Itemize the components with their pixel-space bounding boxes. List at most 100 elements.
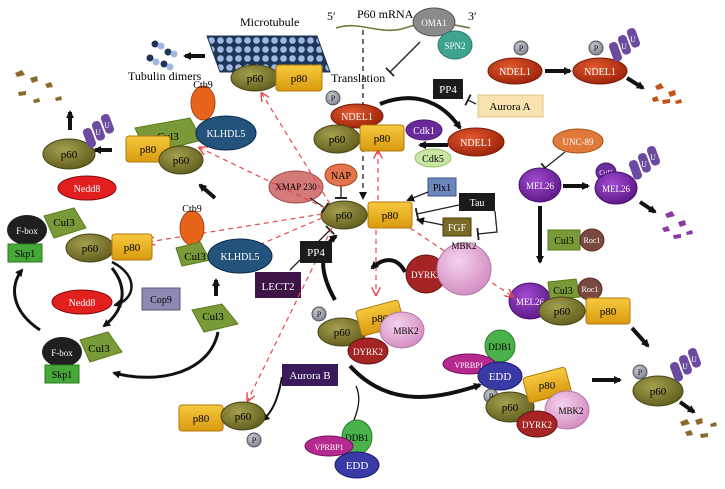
aurora-b-box	[282, 364, 338, 386]
p80-label: p80	[600, 306, 617, 318]
p60-label: p60	[82, 243, 99, 255]
ubiquitin-chain: U U	[669, 348, 701, 382]
central-complex: p60 p80	[320, 200, 413, 230]
mrna-label: P60 mRNA	[357, 7, 414, 21]
five-prime-label: 5′	[327, 9, 336, 23]
ctb9-protein	[190, 85, 216, 121]
edd-bottom-complex: DDB1 VPRBP1 EDD	[304, 419, 380, 479]
mel26-label: MEL26	[602, 184, 630, 194]
ubiquitin-label: U	[621, 42, 627, 51]
nedd8-label: Nedd8	[69, 298, 96, 309]
mel26-cul3-complex: MEL26 Cul3 Roc1 p60 p80	[508, 277, 631, 326]
fbox-label: F-box	[51, 348, 73, 358]
p60-protein	[42, 138, 96, 170]
mrna-group: 5′ P60 mRNA 3′ Translation OMA1 SPN2	[327, 7, 477, 200]
pp4-label: PP4	[307, 247, 325, 259]
ctb9-label: Ctb9	[193, 80, 212, 91]
p60-label: p60	[650, 386, 667, 398]
fgf-label: FGF	[448, 223, 467, 234]
aurora-b-label: Aurora B	[289, 370, 330, 382]
nedd8-free	[51, 289, 113, 315]
p80-label: p80	[382, 210, 399, 222]
ddb1-label: DDB1	[488, 342, 512, 352]
pp4-label: PP4	[439, 84, 457, 96]
pp4-box-top	[433, 79, 463, 99]
vprbp1-label: VPRBP1	[314, 443, 343, 452]
cul3-shape	[79, 331, 123, 363]
p80-protein-mt	[275, 64, 323, 92]
vprbp1-label: VPRBP1	[454, 361, 483, 370]
fgf-box	[442, 217, 472, 237]
mel26-pathway: UNC-89 MEL26 Cul2 MEL26 U U Cul3 Roc1	[518, 128, 693, 264]
cdk5-protein	[414, 148, 452, 168]
skp1-box	[7, 243, 43, 263]
skp1-label: Skp1	[15, 249, 36, 260]
p60-label: p60	[554, 306, 571, 318]
klhdl5-label: KLHDL5	[207, 129, 246, 140]
mel26-label: MEL26	[526, 181, 554, 191]
p60-protein	[158, 145, 204, 175]
edd-p60-complex: DDB1 VPRBP1 EDD P p60 p80 MBK2 DYRK2	[442, 329, 590, 438]
degraded-p60-left: p60 U U	[15, 70, 114, 170]
p80-label: p80	[193, 413, 210, 425]
fbox-label: F-box	[16, 226, 38, 236]
edd-protein	[334, 451, 380, 479]
p60-label: p60	[61, 149, 78, 161]
mbk2-protein	[379, 311, 425, 349]
spn2-label: SPN2	[444, 41, 465, 51]
ndel1-degradation: P NDEL1 P NDEL1 U U	[487, 28, 682, 104]
mel26-debris	[662, 211, 693, 239]
ubiquitin-label: U	[691, 355, 697, 364]
mbk2-protein	[436, 242, 492, 296]
p60-protein-center	[320, 200, 368, 230]
edd-protein	[477, 361, 523, 391]
dyrk2-label: DYRK2	[411, 270, 441, 280]
microtubule-label: Microtubule	[240, 15, 299, 29]
nedd8-label: Nedd8	[74, 184, 101, 195]
phospho-marker	[325, 90, 341, 106]
three-prime-label: 3′	[468, 9, 477, 23]
translation-label: Translation	[331, 71, 385, 85]
edd-label: EDD	[489, 371, 512, 383]
ndel1-label: NDEL1	[341, 112, 373, 123]
aurora-a-box	[477, 94, 544, 118]
tubulin-dimers	[146, 40, 178, 71]
ctb9-klhdl5-upper: Ctb9 Cul3 KLHDL5 p80 p60	[125, 80, 257, 175]
roc1-label: Roc1	[582, 285, 599, 294]
tubulin-dimers-label: Tubulin dimers	[128, 69, 202, 83]
aurora-a-label: Aurora A	[489, 101, 530, 113]
cdk1-label: Cdk1	[413, 126, 435, 137]
mel26-protein	[594, 171, 638, 205]
p60-label: p60	[329, 134, 346, 146]
cul3-free	[191, 303, 239, 333]
skp1-label: Skp1	[52, 370, 73, 381]
p80-protein	[585, 297, 631, 325]
p80-label: p80	[140, 144, 157, 156]
skp1-box	[44, 364, 80, 384]
lect2-label: LECT2	[262, 281, 295, 293]
ndel1-protein	[330, 103, 384, 129]
ubiquitin-chain: U U	[82, 114, 114, 148]
p80-label: p80	[374, 133, 391, 145]
phospho-marker	[246, 432, 262, 448]
p60-label: p60	[173, 155, 190, 167]
klhdl5-protein	[207, 238, 273, 274]
ddb1-label: DDB1	[345, 433, 369, 443]
tau-box	[459, 193, 495, 211]
p60-label: p60	[247, 73, 264, 85]
pp4-box-center	[300, 241, 332, 263]
cul2-label: Cul2	[599, 169, 613, 177]
mbk2-label: MBK2	[451, 241, 476, 251]
xmap230-protein	[268, 170, 324, 204]
p60-degradation-right: P p60 U U	[632, 348, 717, 438]
mbk2-label: MBK2	[558, 406, 583, 416]
klhdl5-protein	[195, 115, 257, 151]
dyrk2-label: DYRK2	[522, 420, 552, 430]
p80-label: p80	[124, 242, 141, 254]
ubiquitin-label: U	[630, 35, 636, 44]
p-label: P	[594, 44, 599, 53]
ndel1-complex-center: P NDEL1 p60 p80	[313, 90, 405, 154]
p-label: P	[638, 368, 643, 377]
